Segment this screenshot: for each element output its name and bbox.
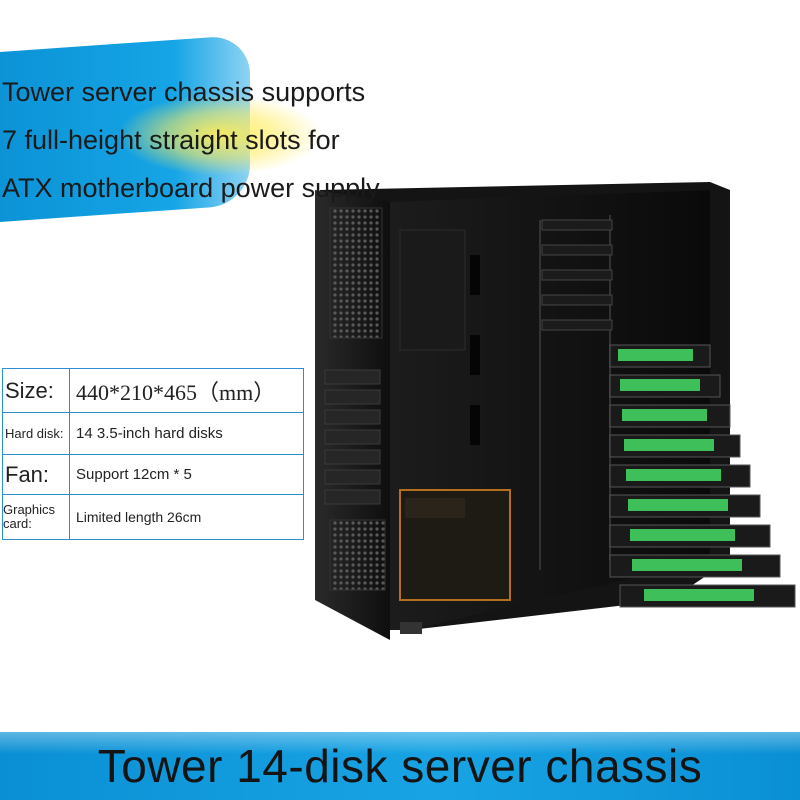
server-chassis-image <box>315 182 796 640</box>
banner-title: Tower 14-disk server chassis <box>97 740 703 792</box>
spec-label: Graphics card: <box>3 495 70 539</box>
spec-row-hard-disk: Hard disk: 14 3.5-inch hard disks <box>3 413 303 455</box>
spec-row-size: Size: 440*210*465（mm） <box>3 369 303 413</box>
spec-value: Limited length 26cm <box>76 509 202 525</box>
headline-glow <box>120 95 320 175</box>
spec-value: 14 3.5-inch hard disks <box>76 425 223 442</box>
spec-label: Hard disk: <box>3 413 70 454</box>
spec-row-graphics-card: Graphics card: Limited length 26cm <box>3 495 303 539</box>
bottom-banner: Tower 14-disk server chassis <box>0 732 800 800</box>
headline-line-2: 7 full-height straight slots for <box>2 125 340 155</box>
headline-line-3: ATX motherboard power supply <box>2 173 380 203</box>
banner-shine <box>0 732 800 754</box>
spec-table: Size: 440*210*465（mm） Hard disk: 14 3.5-… <box>2 368 304 540</box>
spec-label: Fan: <box>3 455 70 494</box>
headline: Tower server chassis supports 7 full-hei… <box>2 68 462 212</box>
spec-value: Support 12cm * 5 <box>76 466 192 483</box>
headline-line-1: Tower server chassis supports <box>2 77 366 107</box>
spec-value: 440*210*465（mm） <box>76 379 276 405</box>
spec-row-fan: Fan: Support 12cm * 5 <box>3 455 303 495</box>
spec-label: Size: <box>3 369 70 412</box>
